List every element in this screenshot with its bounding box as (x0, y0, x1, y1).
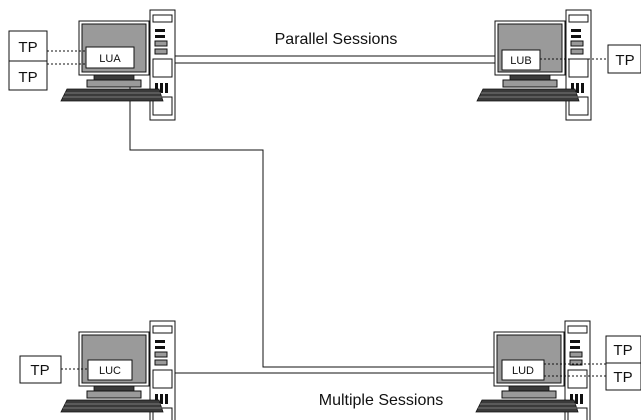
lu-label: LUB (510, 55, 531, 67)
lu-box-luc: LUC (87, 359, 133, 381)
tp-box: TP (605, 335, 641, 364)
multiple-sessions-caption: Multiple Sessions (319, 392, 444, 409)
tp-label: TP (615, 52, 634, 69)
tp-label: TP (30, 362, 49, 379)
tp-box: TP (19, 355, 62, 384)
tp-box: TP (8, 60, 48, 91)
tp-box: TP (605, 362, 641, 391)
tp-label: TP (613, 369, 632, 386)
tp-label: TP (18, 39, 37, 56)
tp-box: TP (8, 30, 48, 62)
lu-label: LUD (512, 365, 534, 377)
lu-label: LUC (99, 365, 121, 377)
lu-box-lud: LUD (501, 359, 545, 381)
tp-box: TP (607, 44, 641, 74)
lu-box-lub: LUB (501, 49, 541, 71)
tp-label: TP (613, 342, 632, 359)
lua-lud-session-line (129, 70, 500, 368)
tp-connectors (47, 50, 608, 377)
lu-box-lua: LUA (85, 46, 135, 69)
parallel-sessions-caption: Parallel Sessions (275, 31, 398, 48)
session-lines (129, 55, 500, 374)
tp-label: TP (18, 69, 37, 86)
lu-label: LUA (99, 53, 121, 65)
